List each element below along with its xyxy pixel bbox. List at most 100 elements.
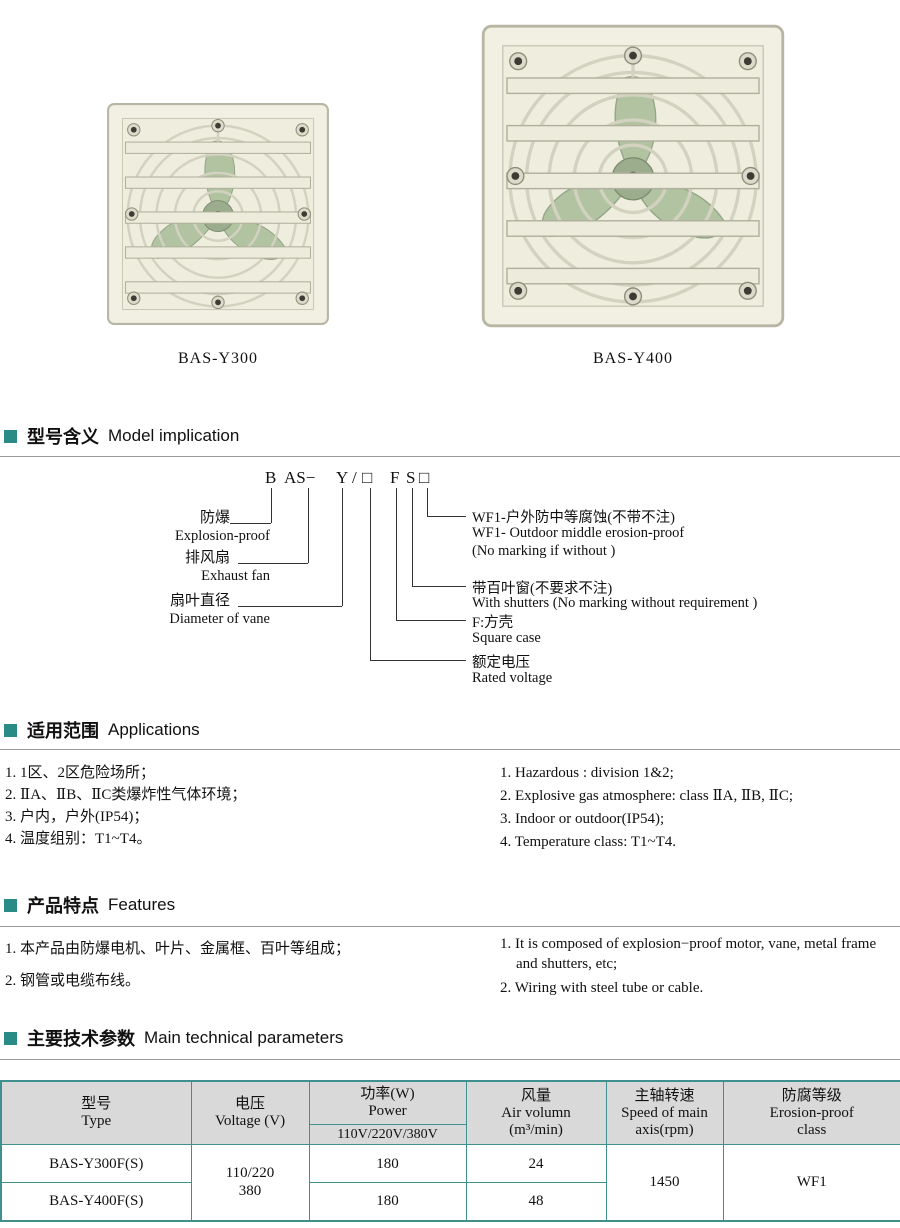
cell-erosion-class: WF1 (722, 1144, 900, 1221)
diagram-label-shutters-en: With shutters (No marking without requir… (472, 595, 758, 611)
list-item: 1. 1区、2区危险场所； (5, 765, 156, 781)
exhaust-fan-illustration-large (481, 24, 785, 328)
model-code-token: F (390, 468, 400, 487)
header-line: Voltage (V) (214, 1113, 286, 1129)
list-item: 4. 温度组别：T1~T4。 (5, 831, 152, 847)
diagram-label-explosion-proof-en: Explosion-proof (174, 528, 270, 544)
diagram-label-rated-voltage-zh: 额定电压 (472, 655, 530, 671)
header-line: Air volumn (501, 1104, 571, 1121)
product-label-bas-y400: BAS-Y400 (592, 350, 673, 367)
diagram-label-exhaust-fan-en: Exhaust fan (201, 568, 270, 584)
model-code-diagram: B AS− Y / □ F S □ 防爆 Explosion-proof 排风扇… (0, 458, 900, 704)
diagram-label-vane-diameter-zh: 扇叶直径 (169, 593, 230, 609)
cell-line: 380 (238, 1183, 262, 1200)
header-line: 电压 (234, 1096, 265, 1112)
list-item: 3. 户内，户外(IP54)； (5, 809, 149, 825)
connector-line (427, 488, 428, 516)
connector-line (308, 488, 309, 563)
connector-line (238, 563, 308, 564)
cell-line: 110/220 (225, 1165, 275, 1182)
list-item: 2. Explosive gas atmosphere: class ⅡA, Ⅱ… (500, 788, 794, 804)
connector-line (412, 586, 466, 587)
diagram-label-erosion-proof-en: WF1- Outdoor middle erosion-proof (472, 525, 685, 541)
section-header-model: 型号含义 Model implication (4, 425, 239, 447)
model-code-token: S (406, 468, 416, 487)
header-line: 风量 (520, 1087, 551, 1104)
list-item: 4. Temperature class: T1~T4. (500, 834, 677, 850)
header-line: axis(rpm) (635, 1121, 694, 1138)
cell-air-volume: 24 (465, 1144, 607, 1183)
table-row: BAS-Y400F(S) 180 48 (0, 1182, 900, 1221)
section-bullet-icon (4, 1031, 17, 1045)
col-header-power-voltages: 110V/220V/380V (308, 1124, 467, 1145)
header-line: 功率(W) (360, 1086, 415, 1102)
col-header-speed: 主轴转速 Speed of main axis(rpm) (605, 1080, 724, 1145)
model-code-token: □ (362, 468, 373, 487)
connector-line (342, 488, 343, 606)
features-list-zh: 1. 本产品由防爆电机、叶片、金属框、百叶等组成； 2. 钢管或电缆布线。 (5, 938, 350, 1002)
header-line: (m³/min) (509, 1121, 563, 1138)
model-code-token: / (352, 468, 357, 487)
list-item: 1. It is composed of explosion−proof mot… (500, 936, 877, 972)
list-item: 1. 本产品由防爆电机、叶片、金属框、百叶等组成； (5, 941, 351, 957)
col-header-erosion-class: 防腐等级 Erosion-proof class (722, 1080, 900, 1145)
cell-model: BAS-Y400F(S) (0, 1182, 192, 1221)
cell-power: 180 (308, 1144, 467, 1183)
diagram-label-erosion-proof-zh: WF1-户外防中等腐蚀(不带不注) (472, 510, 675, 526)
diagram-label-square-case-zh: F:方壳 (472, 615, 514, 631)
model-code-token: □ (419, 468, 430, 487)
section-title-en: Applications (108, 720, 200, 739)
connector-line (396, 488, 397, 620)
header-line: Power (368, 1103, 407, 1119)
section-title-zh: 主要技术参数 (27, 1029, 135, 1049)
cell-air-volume: 48 (465, 1182, 607, 1221)
section-bullet-icon (4, 898, 17, 912)
header-line: class (797, 1121, 827, 1138)
section-divider (0, 749, 900, 750)
diagram-label-explosion-proof-zh: 防爆 (199, 510, 230, 526)
connector-line (427, 516, 466, 517)
parameters-table: 型号 Type 电压 Voltage (V) 功率(W) Power 风量 Ai… (0, 1080, 900, 1222)
section-bullet-icon (4, 723, 17, 737)
section-bullet-icon (4, 429, 17, 443)
list-item: 3. Indoor or outdoor(IP54); (500, 811, 665, 827)
section-title-en: Model implication (108, 426, 240, 445)
diagram-label-shutters-zh: 带百叶窗(不要求不注) (472, 581, 613, 597)
col-header-voltage: 电压 Voltage (V) (190, 1080, 310, 1145)
cell-voltage: 110/220 380 (190, 1144, 310, 1221)
diagram-label-erosion-proof-note: (No marking if without ) (472, 543, 616, 559)
cell-power: 180 (308, 1182, 467, 1221)
section-header-parameters: 主要技术参数 Main technical parameters (4, 1027, 343, 1049)
features-list-en: 1. It is composed of explosion−proof mot… (500, 934, 898, 1002)
exhaust-fan-illustration-small (107, 103, 329, 325)
connector-line (238, 606, 342, 607)
diagram-label-exhaust-fan-zh: 排风扇 (184, 550, 230, 566)
section-divider (0, 456, 900, 457)
model-code-token: AS− (284, 468, 316, 487)
cell-model: BAS-Y300F(S) (0, 1144, 192, 1183)
list-item: 2. Wiring with steel tube or cable. (500, 980, 704, 996)
header-line: 主轴转速 (634, 1087, 695, 1104)
section-title-zh: 型号含义 (27, 427, 99, 447)
col-header-air-volume: 风量 Air volumn (m³/min) (465, 1080, 607, 1145)
applications-list-zh: 1. 1区、2区危险场所； 2. ⅡA、ⅡB、ⅡC类爆炸性气体环境； 3. 户内… (5, 762, 246, 850)
list-item: 2. ⅡA、ⅡB、ⅡC类爆炸性气体环境； (5, 787, 247, 803)
section-title-zh: 适用范围 (27, 721, 99, 741)
cell-speed: 1450 (605, 1144, 724, 1221)
section-divider (0, 1059, 900, 1060)
section-title-zh: 产品特点 (27, 896, 99, 916)
product-label-bas-y300: BAS-Y300 (177, 350, 258, 367)
applications-list-en: 1. Hazardous : division 1&2; 2. Explosiv… (500, 762, 898, 854)
fan-image-bas-y300 (105, 98, 331, 330)
section-title-en: Features (108, 895, 176, 914)
header-line: Erosion-proof (769, 1104, 854, 1121)
connector-line (396, 620, 466, 621)
section-header-applications: 适用范围 Applications (4, 719, 200, 741)
connector-line (370, 660, 466, 661)
connector-line (412, 488, 413, 586)
table-row: BAS-Y300F(S) 110/220 380 180 24 1450 WF1 (0, 1144, 900, 1221)
list-item: 1. Hazardous : division 1&2; (500, 765, 674, 781)
section-title-en: Main technical parameters (144, 1028, 344, 1047)
fan-image-bas-y400 (479, 20, 787, 332)
